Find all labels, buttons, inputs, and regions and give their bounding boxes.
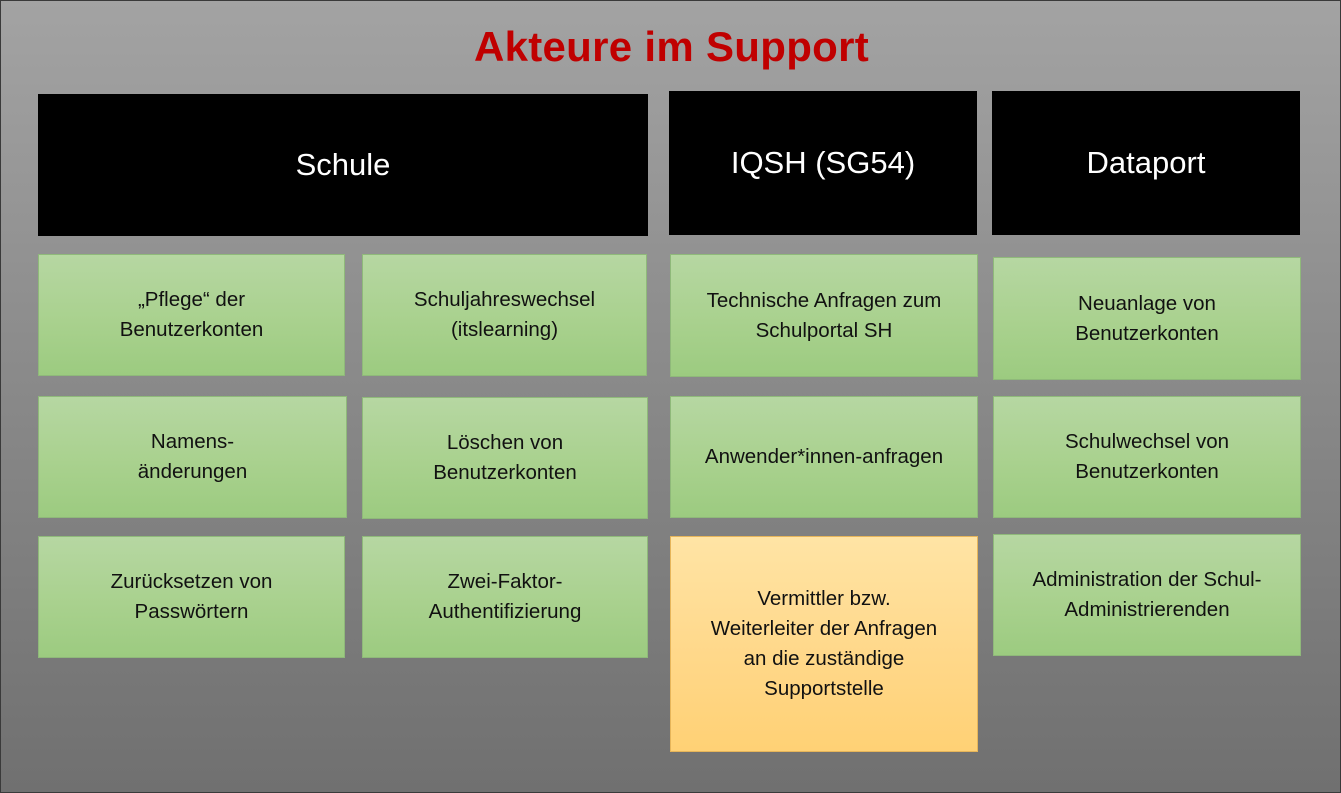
- dataport-box-neuanlage: Neuanlage von Benutzerkonten: [993, 257, 1301, 380]
- iqsh-box-technische-anfragen: Technische Anfragen zum Schulportal SH: [670, 254, 978, 377]
- header-schule: Schule: [38, 94, 648, 236]
- schule-box-schuljahreswechsel: Schuljahreswechsel (itslearning): [362, 254, 647, 376]
- header-dataport: Dataport: [992, 91, 1300, 235]
- schule-box-namensaenderungen: Namens- änderungen: [38, 396, 347, 518]
- schule-box-pflege: „Pflege“ der Benutzerkonten: [38, 254, 345, 376]
- schule-box-zwei-faktor: Zwei-Faktor- Authentifizierung: [362, 536, 648, 658]
- header-iqsh: IQSH (SG54): [669, 91, 977, 235]
- schule-box-loeschen: Löschen von Benutzerkonten: [362, 397, 648, 519]
- dataport-box-schulwechsel: Schulwechsel von Benutzerkonten: [993, 396, 1301, 518]
- dataport-box-administration: Administration der Schul- Administrieren…: [993, 534, 1301, 656]
- slide-title: Akteure im Support: [473, 23, 870, 70]
- iqsh-box-vermittler: Vermittler bzw. Weiterleiter der Anfrage…: [670, 536, 978, 752]
- schule-box-passwoerter: Zurücksetzen von Passwörtern: [38, 536, 345, 658]
- iqsh-box-anwenderinnen-anfragen: Anwender*innen-anfragen: [670, 396, 978, 518]
